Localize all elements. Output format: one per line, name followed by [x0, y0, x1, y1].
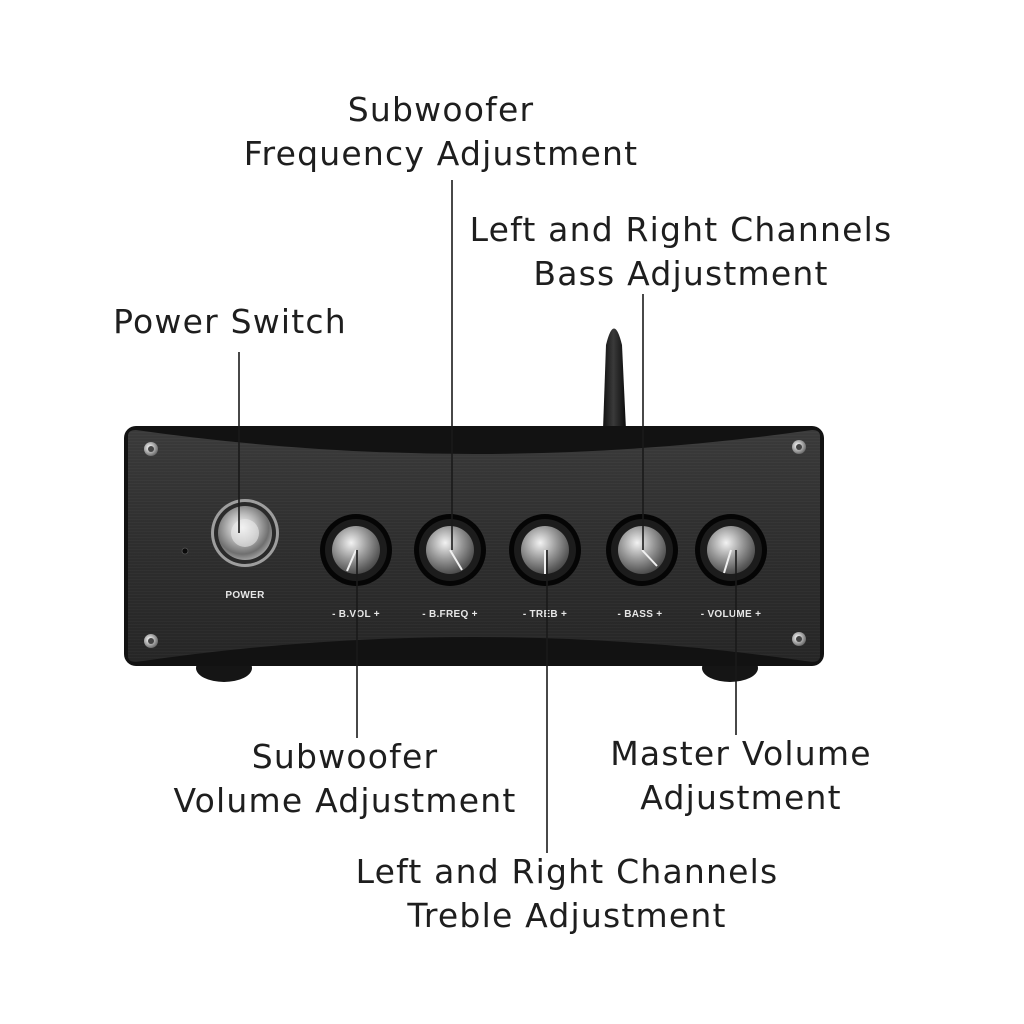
panel-label-volume: - VOLUME +	[701, 609, 762, 620]
callout-subwoofer-frequency: Subwoofer Frequency Adjustment	[231, 88, 651, 176]
panel-label-power: POWER	[225, 590, 265, 601]
callout-subwoofer-volume-line1: Subwoofer	[251, 737, 439, 776]
screw-icon	[792, 632, 806, 646]
callout-treble: Left and Right Channels Treble Adjustmen…	[342, 850, 792, 938]
knob-bvol-icon	[320, 514, 392, 586]
callout-subwoofer-volume-line2: Volume Adjustment	[173, 781, 517, 820]
panel-label-bass: - BASS +	[618, 609, 663, 620]
callout-treble-line1: Left and Right Channels	[355, 852, 779, 891]
callout-treble-line2: Treble Adjustment	[407, 896, 727, 935]
antenna	[603, 328, 626, 430]
callout-power-line1: Power Switch	[113, 302, 347, 341]
callout-master-volume: Master Volume Adjustment	[596, 732, 886, 820]
knob-bass-icon	[606, 514, 678, 586]
callout-subwoofer-volume: Subwoofer Volume Adjustment	[160, 735, 530, 823]
power-led	[181, 547, 189, 555]
knob-volume-icon	[695, 514, 767, 586]
power-button-icon	[211, 499, 279, 567]
callout-master-volume-line2: Adjustment	[640, 778, 842, 817]
callout-bass-line1: Left and Right Channels	[469, 210, 893, 249]
callout-bass-line2: Bass Adjustment	[533, 254, 829, 293]
callout-subwoofer-frequency-line2: Frequency Adjustment	[243, 134, 639, 173]
callout-subwoofer-frequency-line1: Subwoofer	[347, 90, 535, 129]
screw-icon	[792, 440, 806, 454]
screw-icon	[144, 634, 158, 648]
callout-bass: Left and Right Channels Bass Adjustment	[456, 208, 906, 296]
callout-power: Power Switch	[100, 300, 360, 344]
panel-label-bfreq: - B.FREQ +	[422, 609, 478, 620]
panel-label-treb: - TREB +	[523, 609, 567, 620]
knob-treb-icon	[509, 514, 581, 586]
knob-bfreq-icon	[414, 514, 486, 586]
screw-icon	[144, 442, 158, 456]
callout-master-volume-line1: Master Volume	[610, 734, 872, 773]
panel-label-bvol: - B.VOL +	[332, 609, 380, 620]
